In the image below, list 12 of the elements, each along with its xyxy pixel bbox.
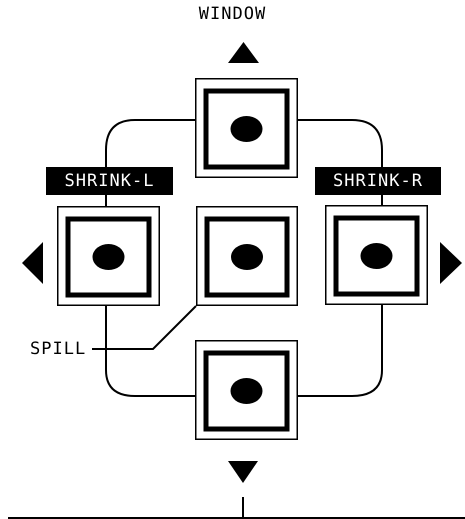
push-button-icon: [196, 206, 298, 306]
push-button-icon: [195, 78, 298, 178]
connector-line: [298, 305, 383, 397]
connector-line: [105, 306, 195, 397]
callout-label: SPILL: [30, 338, 90, 360]
push-button-icon: [57, 206, 160, 306]
push-button-icon: [325, 205, 428, 305]
push-button-icon: [195, 340, 298, 440]
direction-label: WINDOW: [198, 4, 268, 24]
button-label: SHRINK-R: [315, 167, 441, 195]
button-label: SHRINK-L: [46, 167, 173, 195]
leader-line: [92, 305, 197, 350]
